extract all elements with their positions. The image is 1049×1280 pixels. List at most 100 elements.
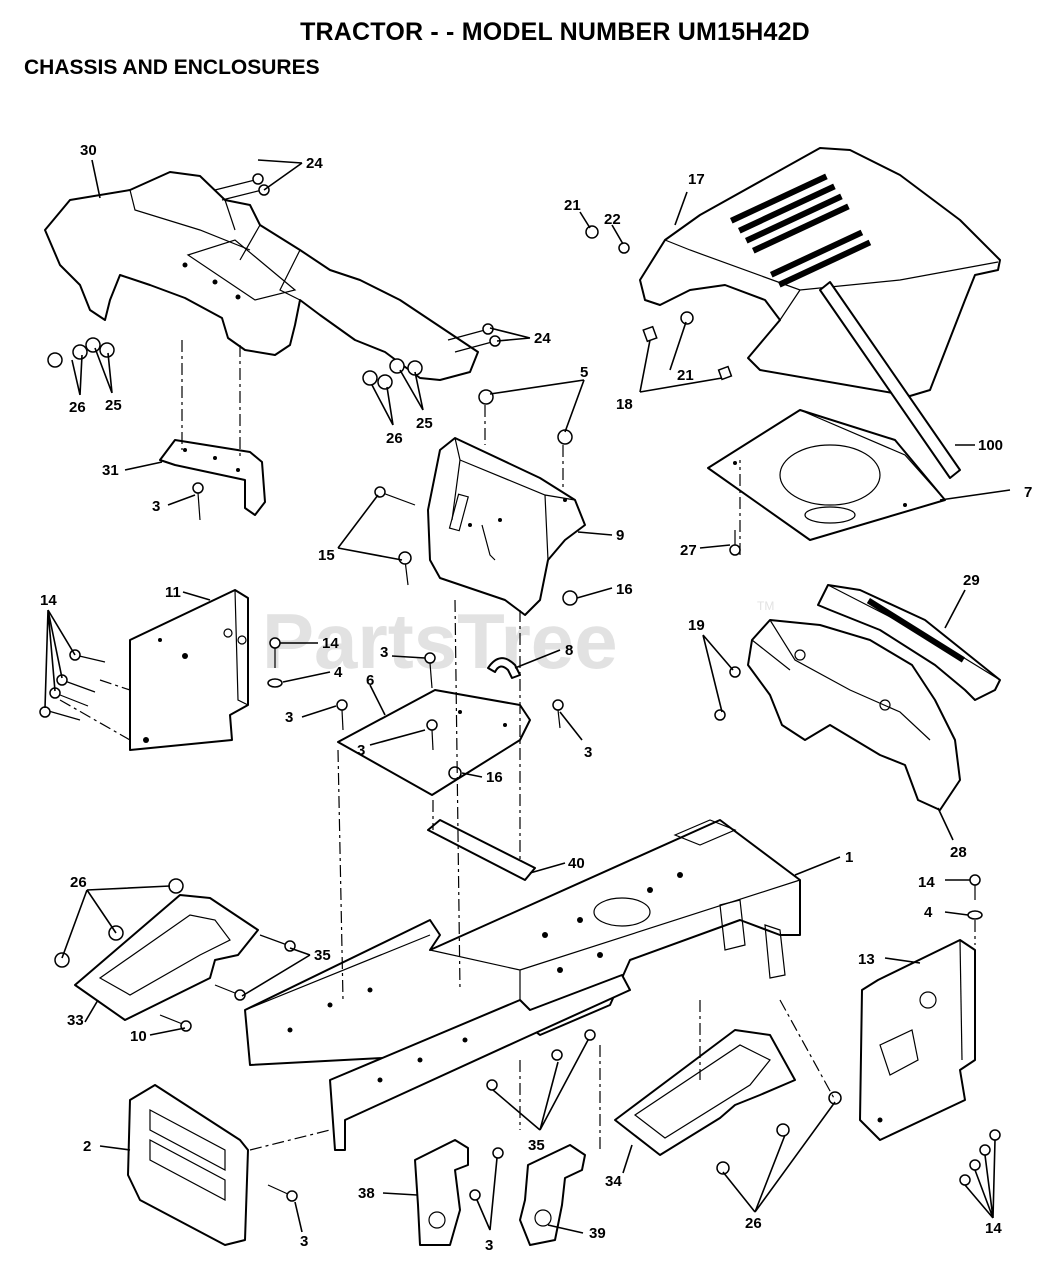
part-29-dash-trim[interactable] [817,584,1001,701]
part-26-nuts-footrest [54,878,184,968]
callout-16: 16 [486,769,503,786]
callout-29: 29 [963,572,980,589]
callout-4: 4 [924,904,933,921]
callout-30: 30 [80,142,97,159]
part-2-front-bracket[interactable] [127,1084,249,1246]
callout-24: 24 [534,330,551,347]
callout-4: 4 [334,664,343,681]
callout-39: 39 [589,1225,606,1242]
leader-lines [44,159,1011,1234]
watermark-trademark: TM [757,599,774,613]
part-38-left-bracket[interactable] [414,1139,469,1246]
part-31-bracket[interactable] [159,439,266,516]
part-35-bolts-left [214,934,296,1001]
callout-10: 10 [130,1028,147,1045]
callout-3: 3 [485,1237,493,1254]
callout-3: 3 [152,498,160,515]
callout-7: 7 [1024,484,1032,501]
callout-3: 3 [584,744,592,761]
callout-11: 11 [165,584,181,601]
part-3-screws-center [336,652,564,751]
callout-15: 15 [318,547,335,564]
part-26-25-nuts-right [362,358,423,390]
section-subtitle: CHASSIS AND ENCLOSURES [24,56,320,79]
callout-26: 26 [70,874,87,891]
part-6-plate[interactable] [337,689,531,796]
part-17-hood[interactable] [639,147,1001,397]
callout-40: 40 [568,855,585,872]
callout-6: 6 [366,672,374,689]
part-24-bolts-upper [214,173,270,201]
part-24-bolts-right [447,323,501,353]
callout-3: 3 [357,742,365,759]
part-9-dash-panel[interactable] [427,437,586,616]
part-3-screw-f [267,1184,298,1202]
part-40-brace[interactable] [427,819,536,881]
callout-100: 100 [978,437,1003,454]
part-16-nut-b [448,766,462,780]
callout-9: 9 [616,527,624,544]
callout-35: 35 [314,947,331,964]
part-10-bolt [159,1014,192,1032]
callout-22: 22 [604,211,621,228]
callout-21: 21 [677,367,694,384]
part-35-bolts-center [469,1029,596,1201]
callout-18: 18 [616,396,633,413]
page-title: TRACTOR - - MODEL NUMBER UM15H42D [300,18,810,46]
callout-25: 25 [416,415,433,432]
callout-19: 19 [688,617,705,634]
callout-labels: 30 24 24 26 25 26 25 31 3 15 5 9 16 21 2… [40,142,1032,1254]
part-30-rear-fender[interactable] [44,171,479,381]
callout-27: 27 [680,542,697,559]
callout-28: 28 [950,844,967,861]
callout-14: 14 [918,874,935,891]
part-5-nuts [478,389,573,445]
part-100-strip[interactable] [819,281,961,479]
part-34-right-footrest[interactable] [614,1029,796,1156]
callout-17: 17 [688,171,705,188]
part-1-frame-lower-rail [329,974,631,1151]
part-3-screw-a [192,482,204,521]
part-27-screw [729,530,741,556]
part-14-bolts-left [39,649,106,721]
part-28-console[interactable] [747,619,961,811]
callout-21: 21 [564,197,581,214]
callout-35: 35 [528,1137,545,1154]
part-33-left-footrest[interactable] [74,894,259,1021]
part-11-left-side-panel[interactable] [129,589,249,751]
callout-13: 13 [858,951,875,968]
callout-14: 14 [40,592,57,609]
callout-5: 5 [580,364,588,381]
part-26-nuts-right [716,1091,842,1175]
callout-1: 1 [845,849,853,866]
assembly-lines [59,340,976,1151]
part-7-hood-plate[interactable] [707,409,946,541]
callout-3: 3 [300,1233,308,1250]
callout-3: 3 [380,644,388,661]
part-16-nut-a [562,590,578,606]
callout-14: 14 [322,635,339,652]
part-14-4-bolt-washer-right [967,874,983,920]
callout-14: 14 [985,1220,1002,1237]
part-21-22-hardware [585,225,694,325]
callout-24: 24 [306,155,323,172]
callout-34: 34 [605,1173,622,1190]
callout-31: 31 [102,462,119,479]
callout-16: 16 [616,581,633,598]
callout-2: 2 [83,1138,91,1155]
part-15-bolts [374,486,416,586]
callout-26: 26 [386,430,403,447]
callout-3: 3 [285,709,293,726]
part-13-right-side-panel[interactable] [859,939,976,1141]
hood-grille [730,173,872,288]
callout-38: 38 [358,1185,375,1202]
callout-25: 25 [105,397,122,414]
part-8-clamp[interactable] [487,657,521,679]
part-19-screws [714,666,741,721]
callout-26: 26 [69,399,86,416]
watermark: PartsTree [262,597,618,685]
part-39-right-bracket[interactable] [519,1144,586,1246]
part-26-25-nuts-left [47,337,115,368]
part-18-bumpers [642,325,733,381]
